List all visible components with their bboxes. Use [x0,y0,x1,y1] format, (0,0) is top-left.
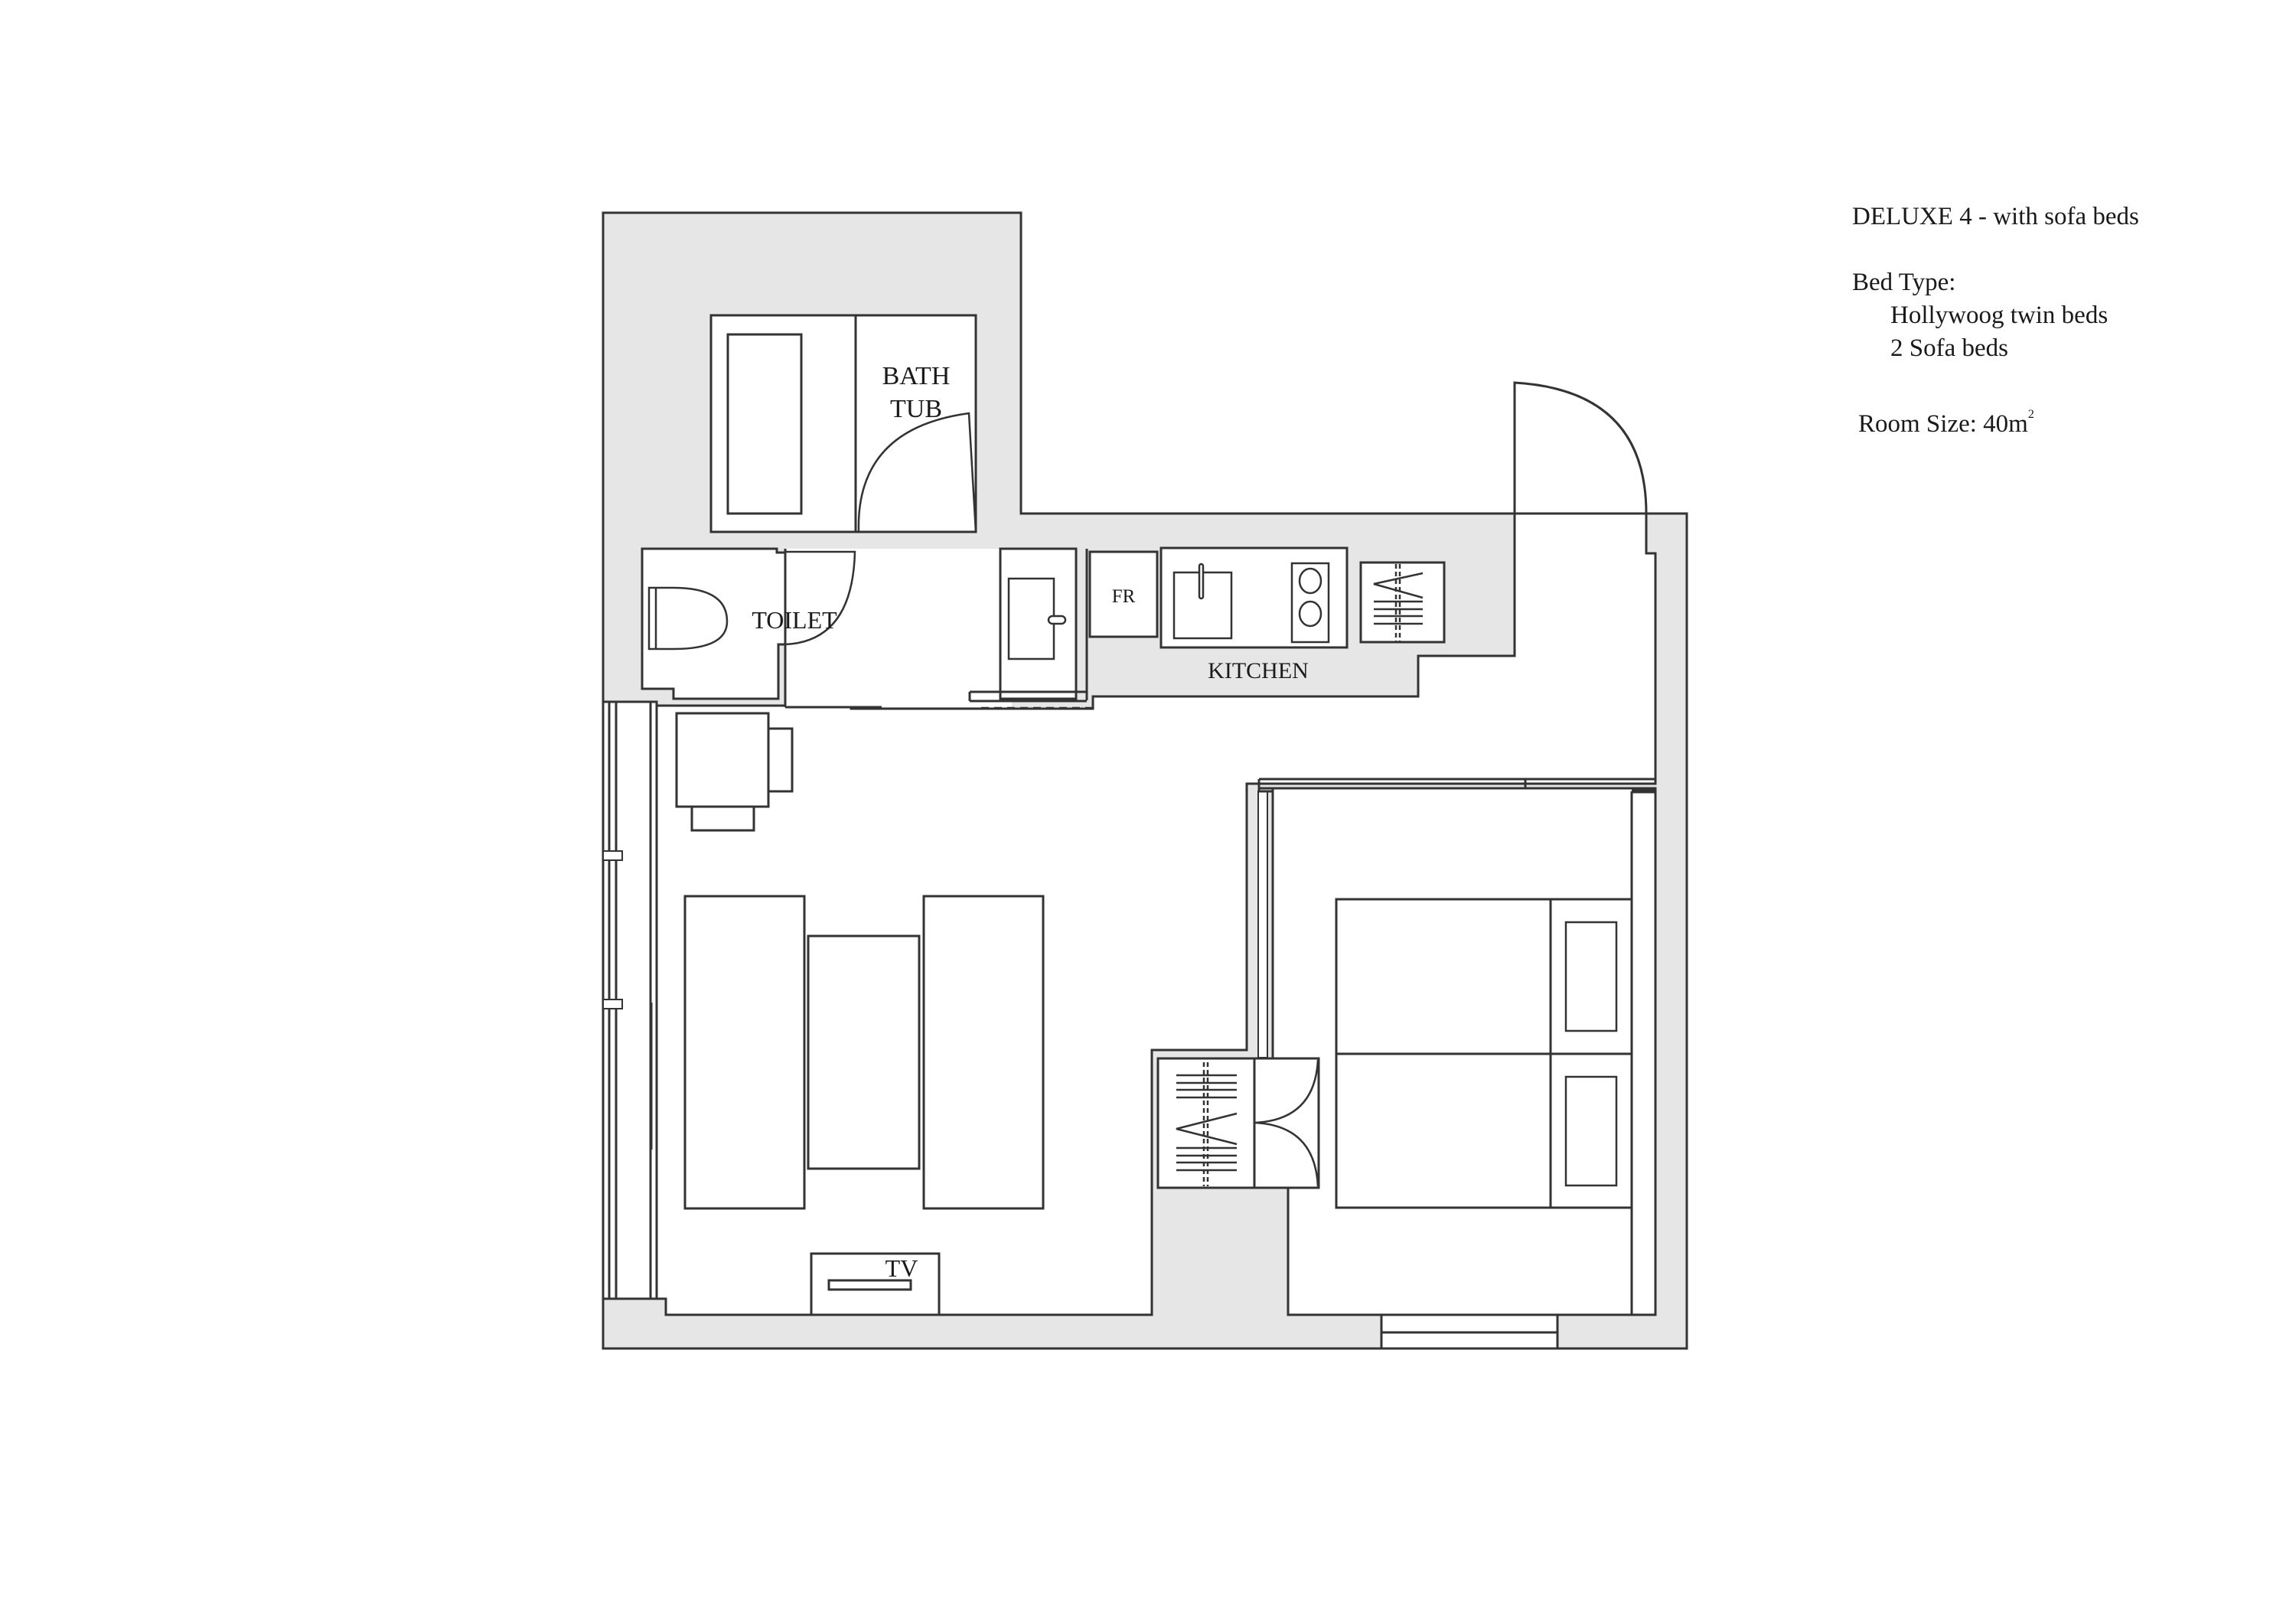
fridge-label: FR [1112,586,1136,607]
stovetop [1290,562,1330,644]
hanger-icon [1373,564,1424,641]
tv-label: TV [885,1254,918,1282]
room-size: Room Size: 40m2 [1852,398,2139,441]
sliding-partition [1257,791,1268,1058]
burner-icon [1298,567,1322,595]
kitchen-sink [1172,571,1233,640]
bathtub [726,333,803,515]
room-size-text: Room Size: 40m [1858,410,2028,438]
wardrobe-door-swing [1254,1059,1319,1187]
wardrobe [1156,1057,1320,1189]
coffee-table [807,934,921,1170]
bath-hallway [785,549,1012,707]
pillow-2 [1564,1075,1618,1187]
sofa-bed-1 [683,895,806,1210]
tv-icon [827,1279,912,1291]
burner-icon [1298,600,1322,628]
desk-side [767,727,794,793]
bathtub-label: TUB [890,395,942,423]
toilet-bowl-icon [647,586,729,651]
toilet-door-swing [784,550,856,646]
room-size-unit: 2 [2027,408,2034,421]
toilet-label: TOILET [752,606,837,634]
bed-type-item: Hollywoog twin beds [1890,302,2108,329]
room-title: DELUXE 4 - with sofa beds [1852,203,2139,230]
hanger-icon [1176,1062,1238,1186]
bed-type-item: 2 Sofa beds [1890,334,2008,362]
room-info-panel: DELUXE 4 - with sofa beds Bed Type: Holl… [1852,201,2139,441]
kitchen-label: KITCHEN [1208,658,1309,683]
sofa-bed-2 [922,895,1045,1210]
desk [675,712,770,808]
desk-chair [690,805,755,832]
bath-door-swing [857,412,977,533]
bathtub-label: BATH [882,362,951,390]
faucet [1198,563,1205,600]
entry-door-swing [1513,381,1648,656]
fridge [1088,550,1159,638]
pillow-1 [1564,921,1618,1032]
bed-type-label: Bed Type: [1852,269,1956,296]
washbasin [1007,577,1055,660]
